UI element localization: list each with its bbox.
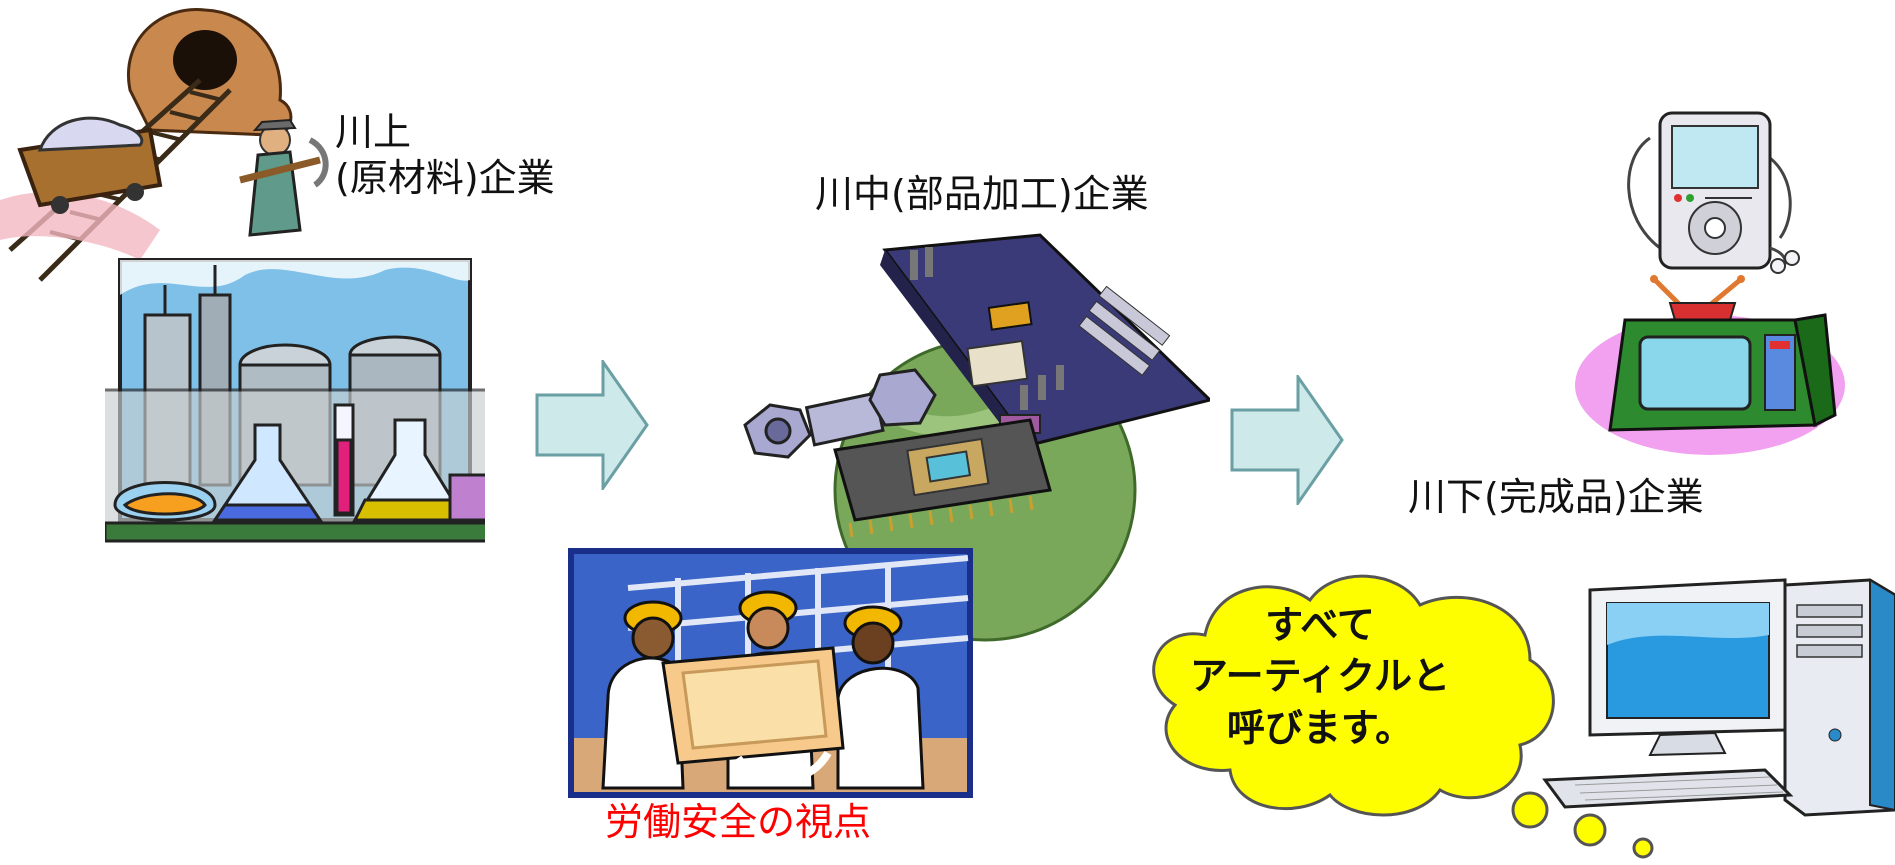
safety-workers-clipart [568,548,973,798]
music-player-clipart [1627,111,1800,274]
bubble-line2: アーティクルと [1189,654,1451,699]
television-clipart [1575,275,1845,455]
upstream-label-line2: (原材料)企業 [335,155,555,200]
thought-bubble [1152,574,1555,829]
mine-clipart [0,8,329,282]
upstream-label-line1: 川上 [335,110,412,154]
downstream-label: 川下(完成品)企業 [1408,475,1704,519]
arrow-upstream-to-midstream [535,360,649,490]
midstream-label: 川中(部品加工)企業 [815,172,1149,216]
safety-label: 労働安全の視点 [605,800,872,844]
upstream-label: 川上 (原材料)企業 [335,110,555,201]
chemical-plant-clipart [105,258,485,543]
thought-dot-medium [1573,813,1607,847]
bubble-line3: 呼びます。 [1226,705,1414,750]
bubble-line1: すべて [1265,603,1375,647]
bubble-text: すべて アーティクルと 呼びます。 [1155,600,1485,754]
thought-dot-small [1632,837,1654,859]
computer-clipart [1542,578,1895,817]
arrow-midstream-to-downstream [1230,375,1344,505]
